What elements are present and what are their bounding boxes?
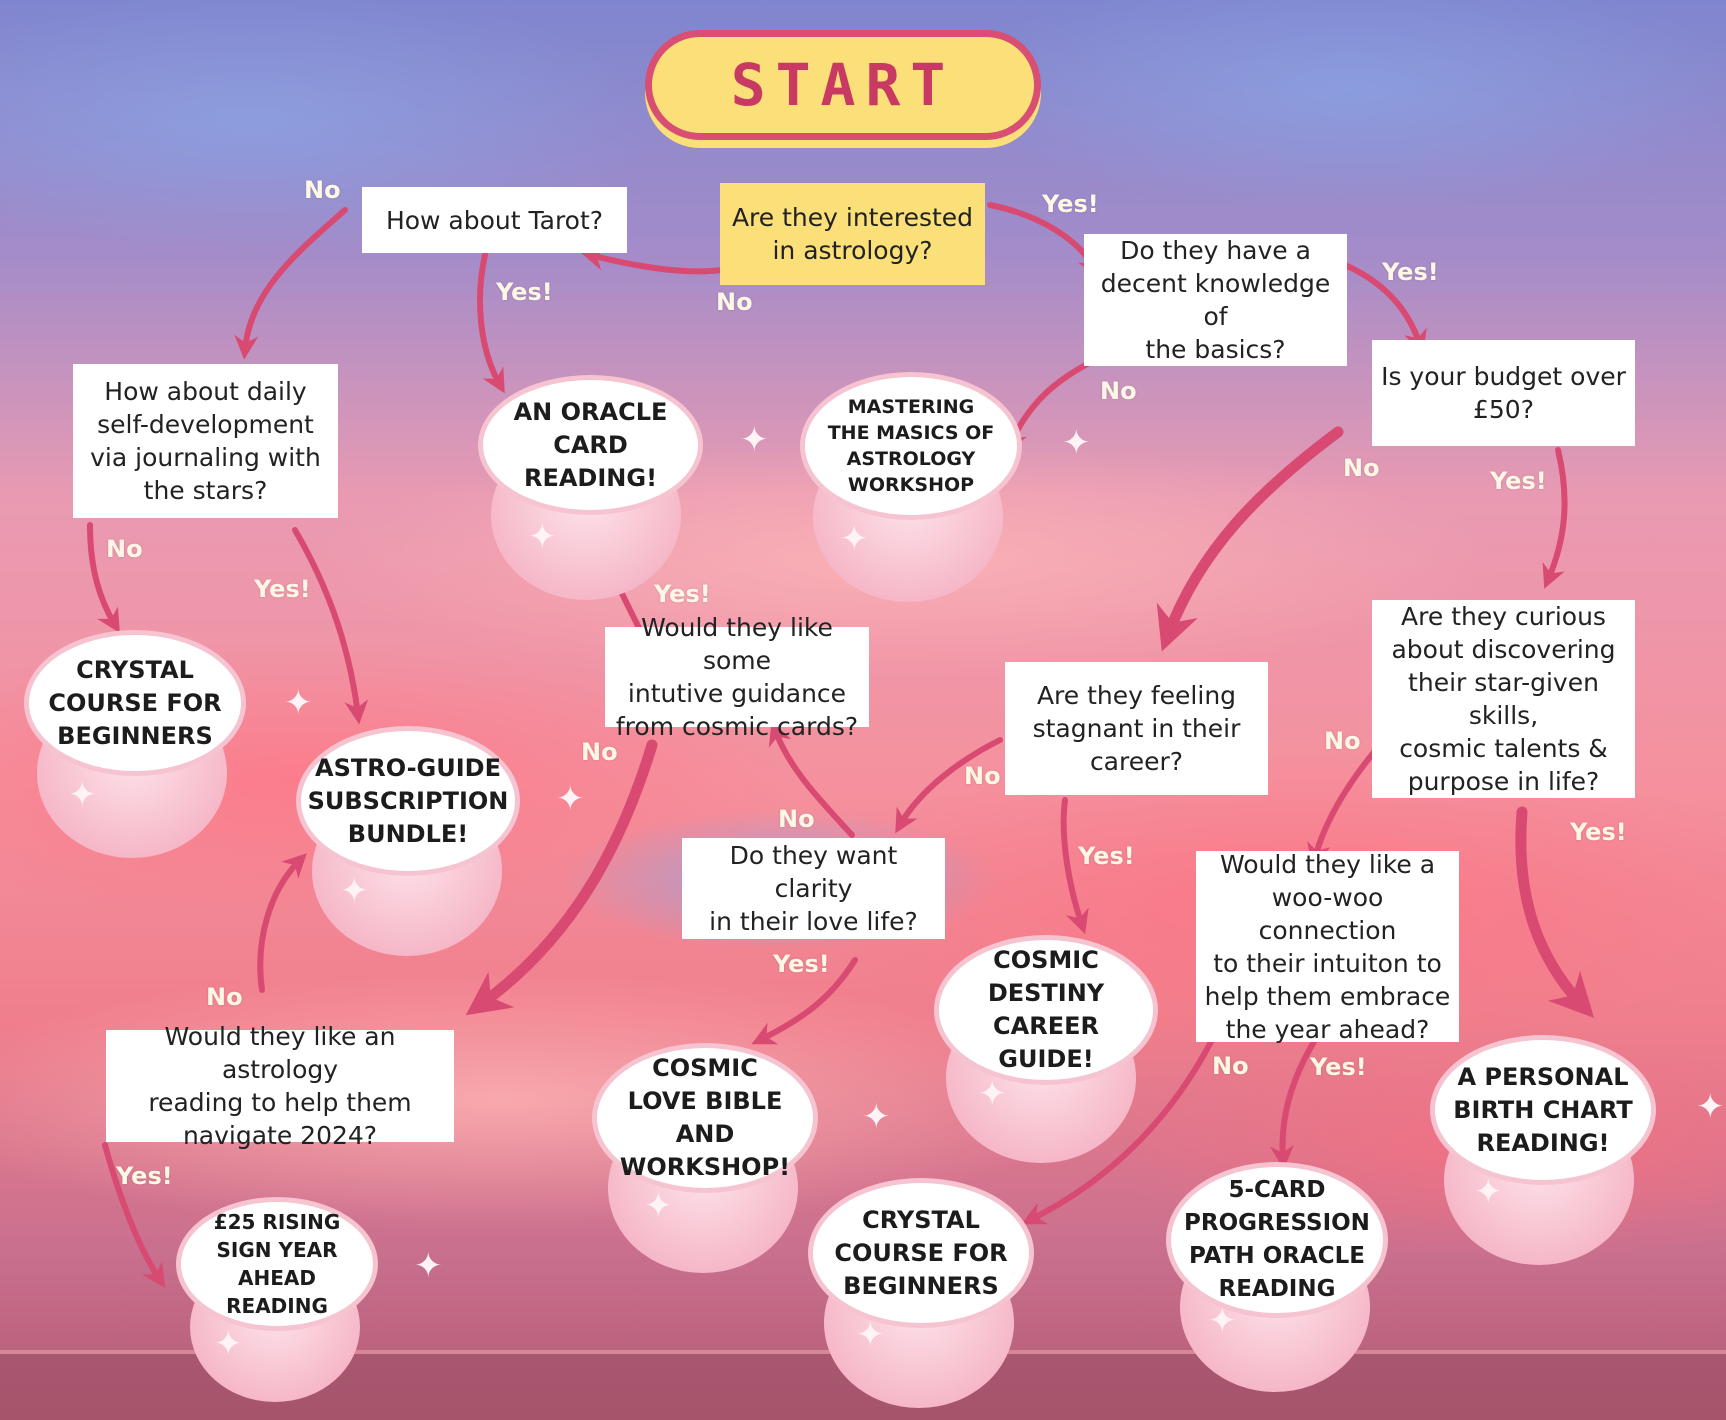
result-label: CRYSTAL COURSE FOR BEGINNERS <box>24 630 246 776</box>
start-button: START <box>645 30 1041 140</box>
question-astrology: Are they interested in astrology? <box>720 183 985 285</box>
result-label: A PERSONAL BIRTH CHART READING! <box>1430 1035 1656 1185</box>
label-yes-budget: Yes! <box>1490 467 1547 495</box>
result-astro-guide-bundle: ASTRO-GUIDE SUBSCRIPTION BUNDLE! ✦ ✦ <box>296 726 526 956</box>
question-woowoo: Would they like a woo-woo connection to … <box>1196 851 1459 1042</box>
question-intuitive: Would they like some intutive guidance f… <box>605 627 869 727</box>
sparkle-icon: ✦ <box>528 520 557 554</box>
question-reading-2024: Would they like an astrology reading to … <box>106 1030 454 1142</box>
label-no-tarot: No <box>304 176 341 204</box>
result-cosmic-destiny-guide: COSMIC DESTINY CAREER GUIDE! ✦ <box>934 935 1164 1165</box>
result-cosmic-love-bible: COSMIC LOVE BIBLE AND WORKSHOP! ✦ ✦ <box>592 1043 822 1273</box>
result-label: ASTRO-GUIDE SUBSCRIPTION BUNDLE! <box>296 726 520 876</box>
label-yes-stagnant: Yes! <box>1078 842 1135 870</box>
result-oracle-card: AN ORACLE CARD READING! ✦ ✦ <box>478 375 708 605</box>
sparkle-icon: ✦ <box>978 1077 1007 1111</box>
question-love: Do they want clarity in their love life? <box>682 838 945 939</box>
sparkle-icon: ✦ <box>1062 426 1091 460</box>
sparkle-icon: ✦ <box>856 1318 885 1352</box>
label-no-woowoo: No <box>1212 1052 1249 1080</box>
label-no-budget: No <box>1343 454 1380 482</box>
label-yes-journal: Yes! <box>254 575 311 603</box>
label-yes-curious: Yes! <box>1570 818 1627 846</box>
sparkle-icon: ✦ <box>284 686 313 720</box>
result-label: £25 RISING SIGN YEAR AHEAD READING <box>176 1197 378 1331</box>
result-crystal-course-left: CRYSTAL COURSE FOR BEGINNERS ✦ ✦ <box>24 630 254 860</box>
label-no-basics: No <box>1100 377 1137 405</box>
sparkle-icon: ✦ <box>840 522 869 556</box>
sparkle-icon: ✦ <box>1696 1090 1725 1124</box>
result-birth-chart-reading: A PERSONAL BIRTH CHART READING! ✦ ✦ <box>1430 1035 1660 1265</box>
label-yes-reading: Yes! <box>116 1162 173 1190</box>
result-mastering-workshop: MASTERING THE MASICS OF ASTROLOGY WORKSH… <box>800 372 1040 602</box>
sparkle-icon: ✦ <box>862 1100 891 1134</box>
result-five-card-reading: 5-CARD PROGRESSION PATH ORACLE READING ✦ <box>1166 1162 1396 1392</box>
sparkle-icon: ✦ <box>68 778 97 812</box>
sparkle-icon: ✦ <box>556 782 585 816</box>
sparkle-icon: ✦ <box>644 1189 673 1223</box>
result-label: AN ORACLE CARD READING! <box>478 375 703 515</box>
label-no-astrology: No <box>716 288 753 316</box>
start-label: START <box>731 51 956 119</box>
label-yes-woowoo: Yes! <box>1310 1053 1367 1081</box>
question-tarot: How about Tarot? <box>362 187 627 253</box>
sparkle-icon: ✦ <box>740 423 769 457</box>
sparkle-icon: ✦ <box>1208 1304 1237 1338</box>
result-label: COSMIC LOVE BIBLE AND WORKSHOP! <box>592 1043 818 1193</box>
sparkle-icon: ✦ <box>1474 1175 1503 1209</box>
label-no-stagnant: No <box>964 762 1001 790</box>
result-label: MASTERING THE MASICS OF ASTROLOGY WORKSH… <box>800 372 1022 520</box>
question-stagnant: Are they feeling stagnant in their caree… <box>1005 662 1268 795</box>
result-label: COSMIC DESTINY CAREER GUIDE! <box>934 935 1158 1085</box>
result-label: CRYSTAL COURSE FOR BEGINNERS <box>808 1178 1034 1328</box>
label-no-journal: No <box>106 535 143 563</box>
sparkle-icon: ✦ <box>214 1327 243 1361</box>
label-no-love: No <box>778 805 815 833</box>
question-curious: Are they curious about discovering their… <box>1372 600 1635 798</box>
question-basics: Do they have a decent knowledge of the b… <box>1084 234 1347 366</box>
question-budget: Is your budget over £50? <box>1372 340 1635 446</box>
label-no-curious: No <box>1324 727 1361 755</box>
label-yes-astrology: Yes! <box>1042 190 1099 218</box>
label-yes-love: Yes! <box>773 950 830 978</box>
result-crystal-course-bottom: CRYSTAL COURSE FOR BEGINNERS ✦ <box>808 1178 1038 1408</box>
sparkle-icon: ✦ <box>340 874 369 908</box>
label-no-reading: No <box>206 983 243 1011</box>
label-yes-basics: Yes! <box>1382 258 1439 286</box>
result-rising-sign-reading: £25 RISING SIGN YEAR AHEAD READING ✦ ✦ <box>176 1197 386 1407</box>
result-label: 5-CARD PROGRESSION PATH ORACLE READING <box>1166 1162 1388 1318</box>
label-yes-tarot: Yes! <box>496 278 553 306</box>
sparkle-icon: ✦ <box>414 1249 443 1283</box>
question-journaling: How about daily self-development via jou… <box>73 364 338 518</box>
